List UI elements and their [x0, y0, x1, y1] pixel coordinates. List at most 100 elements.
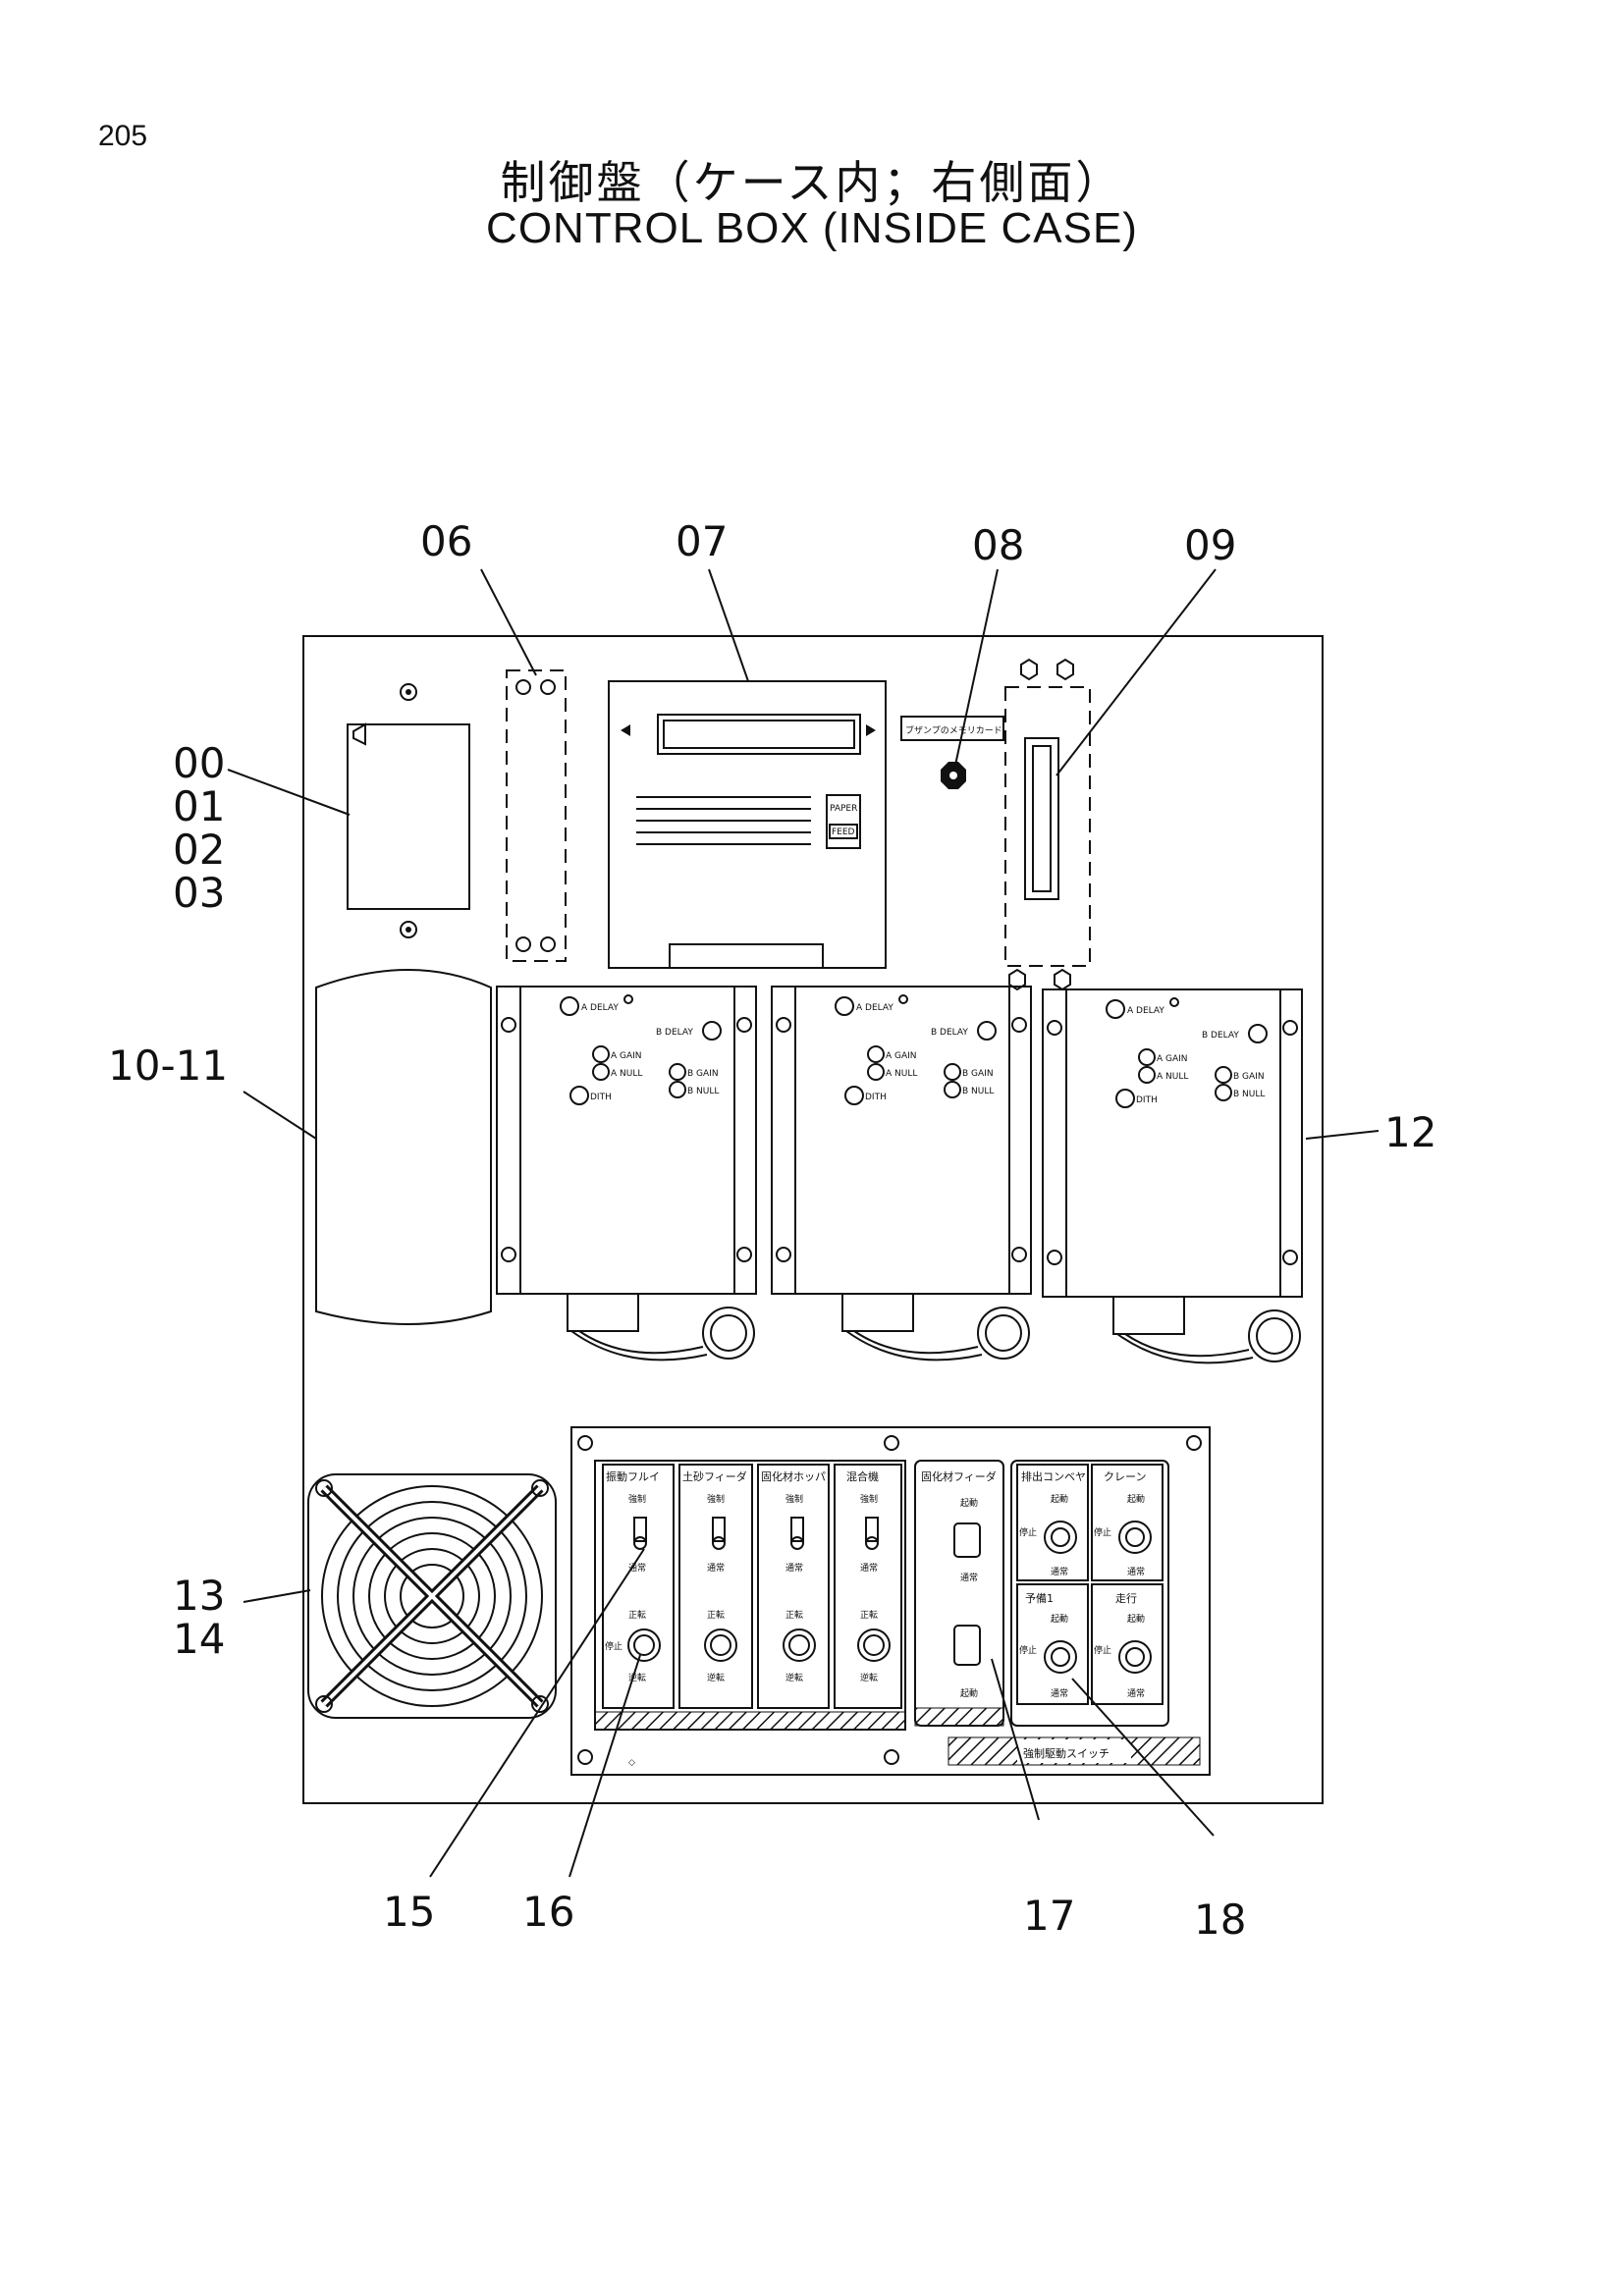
callout-02: 02 [173, 826, 225, 874]
a-delay-label: A DELAY [581, 1003, 619, 1013]
spare-label: 予備1 [1025, 1592, 1054, 1605]
spare-normal: 通常 [1051, 1687, 1068, 1699]
travel-switch: 走行 起動 停止 通常 [1091, 1583, 1164, 1705]
col4-mid: 通常 [860, 1562, 878, 1574]
a-gain-label: A GAIN [1157, 1054, 1188, 1064]
col3-rev: 逆転 [785, 1672, 803, 1683]
callout-09: 09 [1184, 521, 1236, 569]
col1-fwd: 正転 [628, 1610, 646, 1621]
amplifier-2: A DELAY B DELAY A GAIN A NULL B GAIN B N… [771, 986, 1032, 1362]
switch-col-4: 混合機 強制 通常 正転 逆転 [834, 1464, 902, 1709]
col3-mid: 通常 [785, 1562, 803, 1574]
paper-label: PAPER [830, 804, 857, 814]
col1-top: 強制 [628, 1493, 646, 1505]
col-label-2: 土砂フィーダ [682, 1469, 747, 1483]
col-label-3: 固化材ホッパ [761, 1469, 826, 1483]
switch-col-3: 固化材ホッパ 強制 通常 正転 逆転 [757, 1464, 830, 1709]
crane-label: クレーン [1104, 1470, 1146, 1483]
col2-mid: 通常 [707, 1562, 725, 1574]
conveyor-run: 起動 [1051, 1494, 1068, 1505]
maker-mark: ◇ [628, 1758, 635, 1768]
a-null-label: A NULL [1157, 1072, 1188, 1082]
travel-label: 走行 [1115, 1592, 1137, 1605]
switch-col-2: 土砂フィーダ 強制 通常 正転 逆転 [678, 1464, 753, 1709]
callout-10-11: 10-11 [108, 1041, 228, 1090]
buzzer-tag [900, 716, 1004, 741]
spare-run: 起動 [1051, 1614, 1068, 1625]
cooling-fan [307, 1473, 557, 1719]
connector-09 [1004, 658, 1091, 991]
crane-switch: クレーン 起動 停止 通常 [1091, 1464, 1164, 1581]
col4-top: 強制 [860, 1493, 878, 1505]
leader-lines [227, 568, 1380, 1878]
conveyor-stop: 停止 [1019, 1526, 1037, 1538]
col3-top: 強制 [785, 1493, 803, 1505]
b-delay-label: B DELAY [1202, 1031, 1239, 1041]
conveyor-switch: 排出コンベヤ 起動 停止 通常 [1016, 1464, 1089, 1581]
b-null-label: B NULL [687, 1087, 719, 1096]
forced-drive-label: 強制駆動スイッチ [1023, 1746, 1110, 1760]
feeder-stop: 起動 [960, 1688, 978, 1699]
spare-stop: 停止 [1019, 1644, 1037, 1656]
forced-drive-switch-panel: ◇ 振動フルイ 強制 通常 正転 停止 逆転 土砂フィーダ 強制 通常 正転 [570, 1426, 1211, 1776]
callout-12: 12 [1384, 1108, 1436, 1156]
title-japanese: 制御盤（ケース内；右側面） [500, 156, 1124, 209]
crane-stop: 停止 [1094, 1526, 1111, 1538]
dith-label: DITH [590, 1093, 612, 1102]
callout-13: 13 [173, 1572, 225, 1620]
dith-label: DITH [865, 1093, 887, 1102]
knob-08 [941, 762, 966, 789]
switch-col-1: 振動フルイ 強制 通常 正転 停止 逆転 [602, 1464, 675, 1709]
feeder-label: 固化材フィーダ [921, 1469, 997, 1483]
title-english: CONTROL BOX (INSIDE CASE) [486, 204, 1138, 252]
col-label-4: 混合機 [846, 1469, 879, 1483]
conveyor-normal: 通常 [1051, 1566, 1068, 1577]
col1-stop: 停止 [605, 1640, 623, 1652]
a-gain-label: A GAIN [611, 1051, 642, 1061]
crane-normal: 通常 [1127, 1566, 1145, 1577]
callout-03: 03 [173, 869, 225, 917]
travel-stop: 停止 [1094, 1644, 1111, 1656]
card-holder [347, 683, 470, 938]
col2-rev: 逆転 [707, 1672, 725, 1683]
feeder-normal: 通常 [960, 1572, 978, 1583]
transformer [315, 969, 492, 1325]
col-label-1: 振動フルイ [606, 1469, 660, 1483]
a-gain-label: A GAIN [886, 1051, 917, 1061]
callout-17: 17 [1023, 1892, 1075, 1940]
callout-01: 01 [173, 782, 225, 830]
col4-fwd: 正転 [860, 1610, 878, 1621]
callout-00: 00 [173, 739, 225, 787]
b-null-label: B NULL [1233, 1090, 1265, 1099]
callout-14: 14 [173, 1615, 225, 1663]
buzzer-label: ブザンプのメモリカード [905, 724, 1002, 736]
amplifier-3: A DELAY B DELAY A GAIN A NULL B GAIN B N… [1042, 988, 1303, 1364]
spare-switch: 予備1 起動 停止 通常 [1016, 1583, 1089, 1705]
b-gain-label: B GAIN [962, 1069, 994, 1079]
dith-label: DITH [1136, 1095, 1158, 1105]
travel-run: 起動 [1127, 1614, 1145, 1625]
callout-18: 18 [1194, 1896, 1246, 1944]
feeder-run: 起動 [960, 1498, 978, 1509]
b-delay-label: B DELAY [656, 1028, 693, 1038]
a-delay-label: A DELAY [856, 1003, 893, 1013]
a-delay-label: A DELAY [1127, 1006, 1164, 1016]
amplifier-1: A DELAY B DELAY A GAIN A NULL B GAIN B N… [496, 986, 757, 1362]
conveyor-label: 排出コンベヤ [1021, 1469, 1086, 1483]
col3-fwd: 正転 [785, 1610, 803, 1621]
b-gain-label: B GAIN [687, 1069, 719, 1079]
travel-normal: 通常 [1127, 1687, 1145, 1699]
feeder-switch: 固化材フィーダ 起動 通常 起動 [921, 1469, 997, 1699]
printer: PAPER FEED [608, 680, 887, 969]
callout-08: 08 [972, 521, 1024, 569]
feed-label: FEED [832, 828, 855, 837]
back-plate [302, 635, 1324, 1804]
dashed-rail-06 [506, 669, 567, 962]
col4-rev: 逆転 [860, 1672, 878, 1683]
callout-07: 07 [676, 517, 728, 565]
a-null-label: A NULL [611, 1069, 642, 1079]
crane-run: 起動 [1127, 1494, 1145, 1505]
b-delay-label: B DELAY [931, 1028, 968, 1038]
b-null-label: B NULL [962, 1087, 994, 1096]
